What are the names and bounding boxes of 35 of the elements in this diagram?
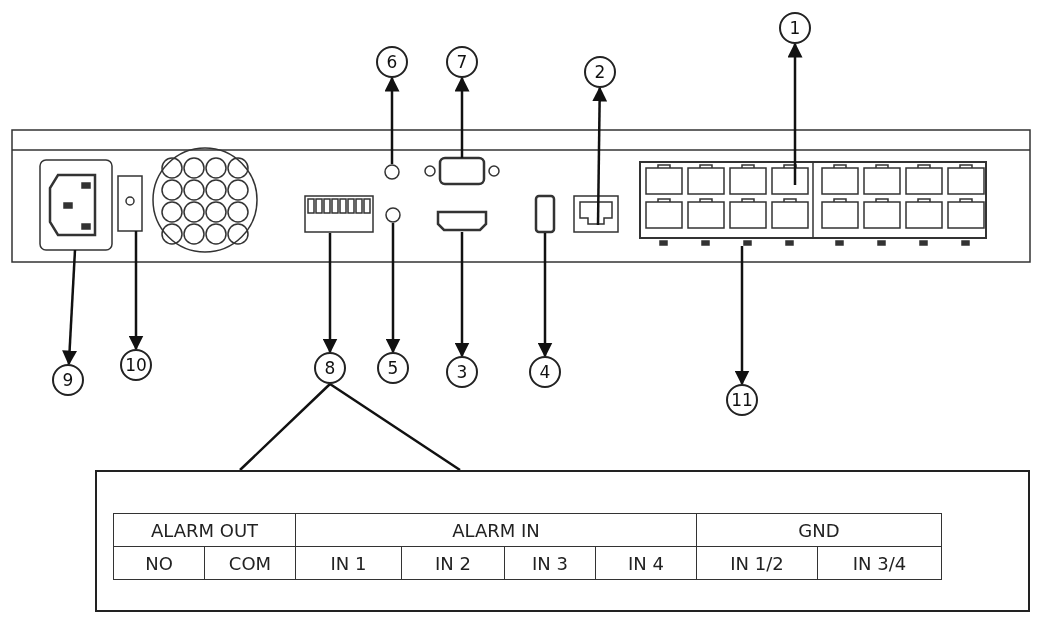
callout-number: 3 bbox=[446, 356, 478, 388]
header-cell: GND bbox=[696, 513, 942, 547]
callout-number: 8 bbox=[314, 352, 346, 384]
callout-number: 6 bbox=[376, 46, 408, 78]
callout-wedge-line bbox=[238, 382, 462, 472]
leader-arrow bbox=[454, 76, 470, 158]
table-cell: NO bbox=[113, 546, 205, 580]
leader-arrow bbox=[787, 42, 803, 185]
table-cell: COM bbox=[204, 546, 296, 580]
header-cell: ALARM OUT bbox=[113, 513, 296, 547]
table-cell: IN 3 bbox=[504, 546, 596, 580]
callout-number: 7 bbox=[446, 46, 478, 78]
table-cell: IN 1 bbox=[295, 546, 402, 580]
table-cell: IN 2 bbox=[401, 546, 505, 580]
header-cell: ALARM IN bbox=[295, 513, 697, 547]
callout-number: 11 bbox=[726, 384, 758, 416]
leader-arrow bbox=[454, 232, 470, 358]
callout-number: 5 bbox=[377, 352, 409, 384]
leader-arrow bbox=[62, 249, 78, 366]
leader-arrow bbox=[734, 246, 750, 386]
leader-arrow bbox=[385, 223, 401, 354]
table-cell: IN 1/2 bbox=[696, 546, 818, 580]
table-cell: IN 3/4 bbox=[817, 546, 942, 580]
callout-number: 10 bbox=[120, 349, 152, 381]
callout-number: 2 bbox=[584, 56, 616, 88]
table-cell: IN 4 bbox=[595, 546, 697, 580]
leader-arrow bbox=[384, 76, 400, 164]
callout-number: 1 bbox=[779, 12, 811, 44]
leader-arrow bbox=[322, 233, 338, 354]
detail-inset-box bbox=[95, 470, 1030, 612]
leader-arrow bbox=[128, 231, 144, 351]
leader-arrow bbox=[537, 233, 553, 358]
leader-arrow bbox=[592, 86, 608, 225]
callout-number: 4 bbox=[529, 356, 561, 388]
callout-number: 9 bbox=[52, 364, 84, 396]
